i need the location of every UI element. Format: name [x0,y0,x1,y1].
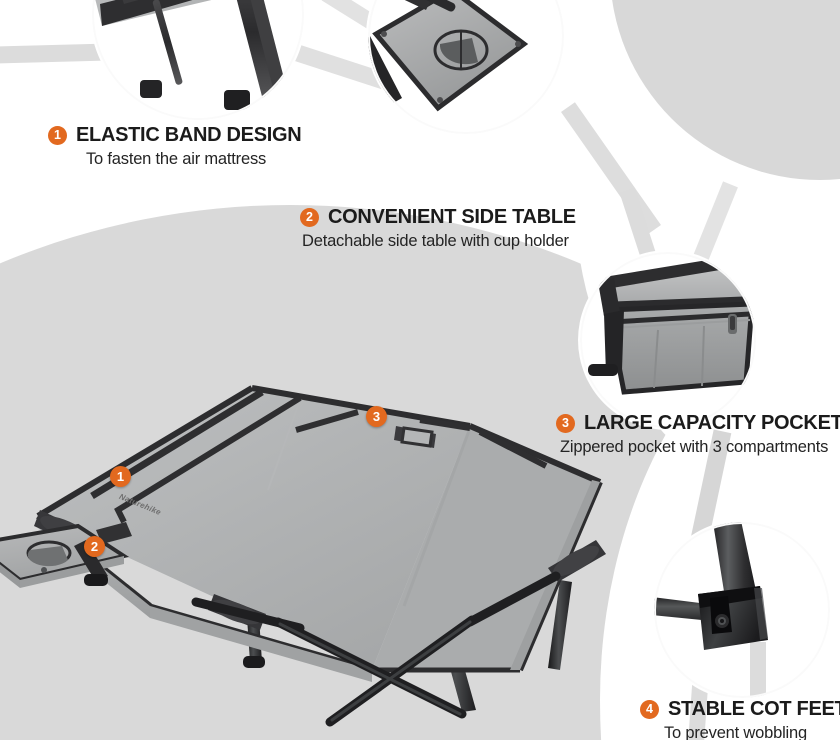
feature-3-title-row: 3 LARGE CAPACITY POCKET [556,412,840,435]
feature-1-number-badge: 1 [48,126,67,145]
photo-zippered-pocket [580,252,756,428]
callout-photo-cot-feet [654,522,830,698]
photo-side-table-cup-holder: Naturehike [368,0,564,134]
background-blob-top-right [610,0,840,180]
cot-pocket-tab [400,426,434,448]
feature-block-2: 2 CONVENIENT SIDE TABLE Detachable side … [300,206,576,251]
feature-1-subtitle: To fasten the air mattress [86,150,267,168]
cot-bed-surface [38,388,470,670]
feature-4-title: STABLE COT FEET [668,698,840,720]
product-marker-3: 3 [366,406,387,427]
feature-4-subtitle: To prevent wobbling [664,724,807,740]
feature-3-title: LARGE CAPACITY POCKET [584,412,840,434]
feature-block-1: 1 ELASTIC BAND DESIGN To fasten the air … [48,124,302,169]
feature-block-3: 3 LARGE CAPACITY POCKET Zippered pocket … [556,412,840,457]
product-marker-2: 2 [84,536,105,557]
feature-2-subtitle: Detachable side table with cup holder [302,232,569,250]
photo-cot-corner-elastic-band [92,0,304,120]
feature-block-4: 4 STABLE COT FEET To prevent wobbling [640,698,840,740]
callout-photo-pocket [580,252,756,428]
feature-4-title-row: 4 STABLE COT FEET [640,698,840,721]
feature-1-title: ELASTIC BAND DESIGN [76,124,302,146]
feature-3-subtitle: Zippered pocket with 3 compartments [560,438,829,456]
feature-1-title-row: 1 ELASTIC BAND DESIGN [48,124,302,147]
feature-4-number-badge: 4 [640,700,659,719]
feature-2-title-row: 2 CONVENIENT SIDE TABLE [300,206,576,229]
feature-3-number-badge: 3 [556,414,575,433]
callout-photo-elastic-band [92,0,304,120]
feature-2-title: CONVENIENT SIDE TABLE [328,206,576,228]
feature-2-number-badge: 2 [300,208,319,227]
product-marker-1: 1 [110,466,131,487]
product-photo-camping-cot [0,385,606,727]
callout-photo-side-table: Naturehike [368,0,564,134]
photo-cot-foot-bracket [654,522,830,698]
